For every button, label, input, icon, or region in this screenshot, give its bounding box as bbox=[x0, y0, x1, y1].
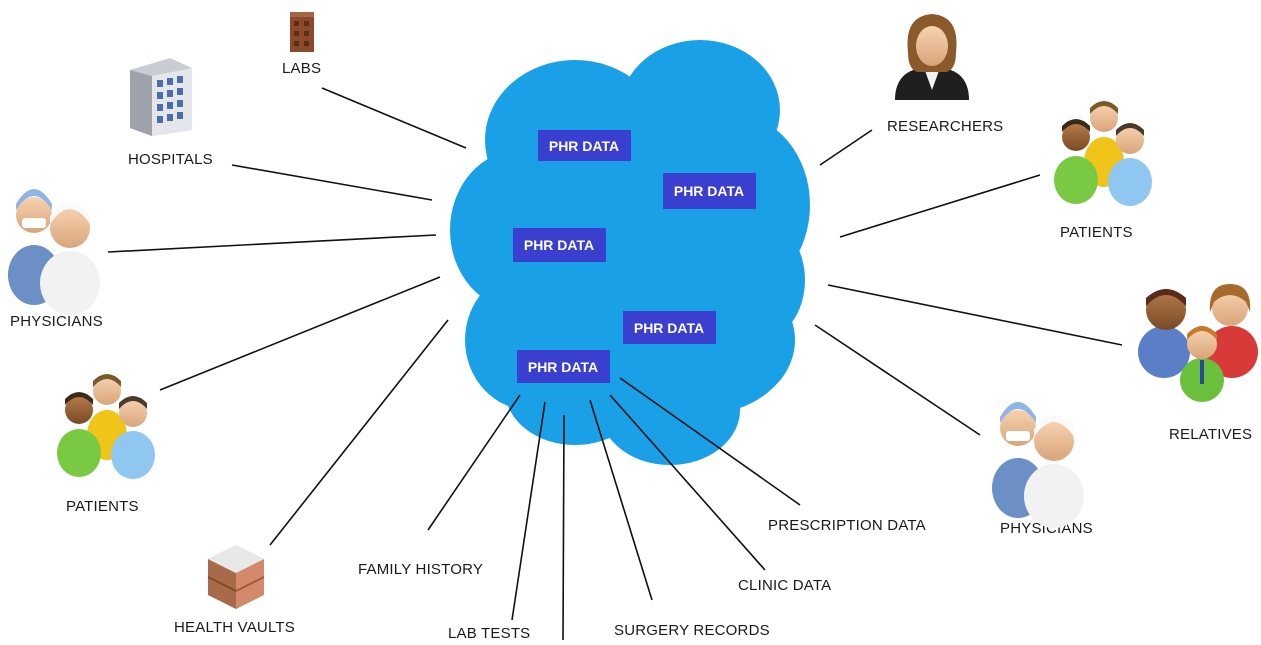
label-family-history: FAMILY HISTORY bbox=[358, 561, 483, 578]
patient-group-icon bbox=[57, 374, 155, 479]
label-patients-left: PATIENTS bbox=[66, 498, 139, 515]
phr-badge: PHR DATA bbox=[513, 228, 606, 262]
label-patients-right: PATIENTS bbox=[1060, 224, 1133, 241]
phr-badge: PHR DATA bbox=[538, 130, 631, 161]
label-surgery-records: SURGERY RECORDS bbox=[614, 622, 770, 639]
line-prescription-data bbox=[619, 377, 801, 506]
line-health-vaults bbox=[269, 319, 449, 546]
phr-cloud bbox=[450, 40, 810, 465]
researcher-icon bbox=[895, 14, 969, 100]
connector-lines bbox=[107, 87, 1123, 641]
label-researchers: RESEARCHERS bbox=[887, 118, 1003, 135]
line-relatives bbox=[827, 284, 1123, 346]
label-hospitals: HOSPITALS bbox=[128, 151, 213, 168]
phr-badge-text: PHR DATA bbox=[634, 320, 704, 336]
line-clinic-data bbox=[609, 394, 766, 571]
line-physicians-right bbox=[814, 324, 981, 436]
label-labs: LABS bbox=[282, 60, 321, 77]
line-labs bbox=[321, 87, 467, 149]
line-physicians-left bbox=[107, 234, 437, 253]
line-patients-right bbox=[839, 174, 1041, 238]
patient-group-icon bbox=[1054, 101, 1152, 206]
phr-badge-text: PHR DATA bbox=[549, 138, 619, 154]
line-lab-tests bbox=[511, 401, 546, 621]
line-hospitals bbox=[231, 164, 433, 201]
line-researchers bbox=[819, 129, 873, 166]
line-lab-tests-vertical bbox=[562, 414, 565, 641]
phr-badge: PHR DATA bbox=[663, 173, 756, 209]
doctor-nurse-icon bbox=[8, 189, 100, 315]
phr-badge-text: PHR DATA bbox=[524, 237, 594, 253]
label-physicians-left: PHYSICIANS bbox=[10, 313, 103, 330]
label-relatives: RELATIVES bbox=[1169, 426, 1252, 443]
phr-badge-text: PHR DATA bbox=[528, 359, 598, 375]
vault-icon bbox=[207, 545, 265, 609]
line-family-history bbox=[427, 394, 521, 531]
phr-badge: PHR DATA bbox=[517, 350, 610, 383]
phr-badge-text: PHR DATA bbox=[674, 183, 744, 199]
doctor-nurse-icon bbox=[992, 402, 1084, 528]
line-surgery-records bbox=[589, 399, 653, 601]
family-group-icon bbox=[1138, 284, 1258, 402]
phr-badge: PHR DATA bbox=[623, 311, 716, 344]
label-prescription-data: PRESCRIPTION DATA bbox=[768, 517, 926, 534]
phr-badges: PHR DATA PHR DATA PHR DATA PHR DATA PHR … bbox=[513, 130, 756, 383]
hospital-building-icon bbox=[130, 58, 192, 136]
line-patients-left bbox=[159, 276, 441, 391]
label-clinic-data: CLINIC DATA bbox=[738, 577, 831, 594]
label-physicians-right: PHYSICIANS bbox=[1000, 520, 1093, 537]
label-health-vaults: HEALTH VAULTS bbox=[174, 619, 295, 636]
labels: LABS HOSPITALS PHYSICIANS PATIENTS HEALT… bbox=[10, 60, 1252, 642]
lab-building-icon bbox=[290, 12, 314, 52]
label-lab-tests: LAB TESTS bbox=[448, 625, 530, 642]
